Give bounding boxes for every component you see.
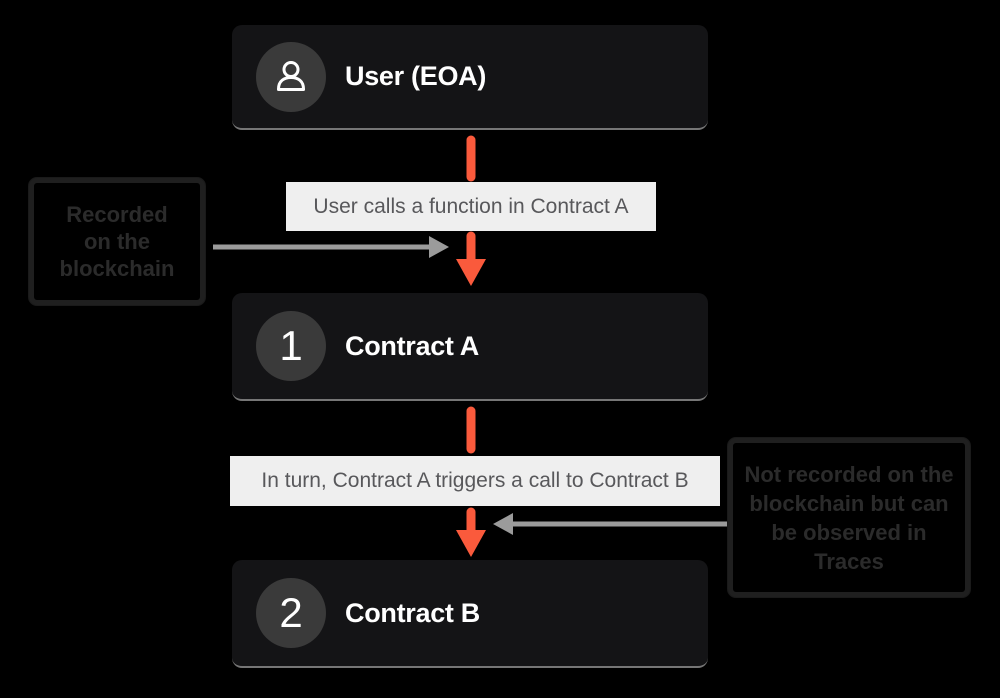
node-title-contract-a: Contract A <box>345 330 480 361</box>
step-number: 1 <box>279 322 303 369</box>
node-contract-a: 1 Contract A <box>232 293 708 401</box>
node-contract-b: 2 Contract B <box>232 560 708 668</box>
node-user-eoa: User (EOA) <box>232 25 708 130</box>
note-not-recorded-observed-in-traces: Not recorded on the blockchain but can b… <box>727 437 971 598</box>
edge-label-contract-a-to-contract-b: In turn, Contract A triggers a call to C… <box>230 456 720 506</box>
step-2-circle: 2 <box>256 578 326 648</box>
step-1-circle: 1 <box>256 311 326 381</box>
note-recorded-on-blockchain: Recorded on the blockchain <box>28 177 206 306</box>
user-avatar-circle <box>256 41 326 112</box>
step-number: 2 <box>279 589 303 636</box>
node-title-contract-b: Contract B <box>345 597 481 628</box>
person-icon <box>277 60 305 91</box>
gray-arrowhead-left <box>493 513 513 535</box>
orange-arrowhead-down-2 <box>456 530 486 557</box>
node-title-user: User (EOA) <box>345 61 487 91</box>
orange-arrowhead-down-1 <box>456 259 486 286</box>
edge-label-user-to-contract-a: User calls a function in Contract A <box>286 182 656 231</box>
gray-arrowhead-right <box>429 236 449 258</box>
